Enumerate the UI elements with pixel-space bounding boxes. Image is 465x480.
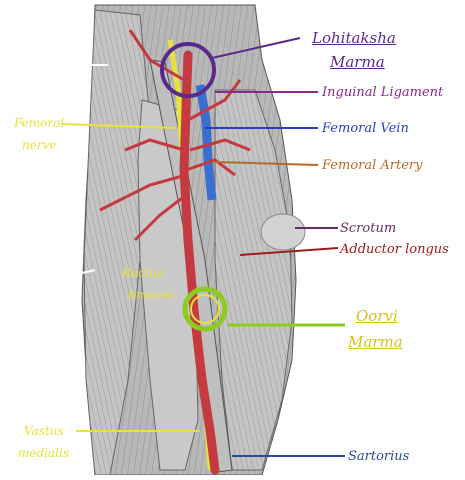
fascia-lata-label: fascia lata bbox=[6, 74, 68, 89]
lohitaksha-marma-label-line2: Marma bbox=[330, 54, 385, 71]
femoral-vein-label: Femoral Vein bbox=[322, 121, 409, 136]
adductor-longus-label: Adductor longus bbox=[340, 242, 449, 257]
tensor-label: Tensor bbox=[30, 50, 71, 65]
oorvi-marma-label-line1: Oorvi bbox=[356, 308, 398, 325]
vastus-medialis-label-line2: medialis bbox=[18, 446, 69, 461]
lohitaksha-marma-label-line1: Lohitaksha bbox=[312, 30, 396, 47]
rectus-femoris-label-line1: Rectus bbox=[122, 266, 164, 281]
sartorius-label: Sartorius bbox=[348, 449, 409, 464]
femoral-nerve-label-line2: nerve bbox=[22, 138, 56, 153]
vastus-lateralis-label-line1: Vastus bbox=[22, 264, 62, 279]
femoral-artery-label: Femoral Artery bbox=[322, 158, 423, 173]
vastus-medialis-label-line1: Vastus bbox=[24, 424, 64, 439]
scrotum-label: Scrotum bbox=[340, 221, 396, 236]
rectus-femoris-label-line2: femoris bbox=[128, 288, 174, 303]
oorvi-marma-label-line2: Marma bbox=[348, 334, 403, 351]
femoral-nerve-label-line1: Femoral bbox=[14, 116, 64, 131]
inguinal-ligament-label: Inguinal Ligament bbox=[322, 85, 443, 100]
scrotum bbox=[261, 214, 305, 250]
vastus-lateralis-label-line2: lateralis bbox=[10, 290, 60, 305]
